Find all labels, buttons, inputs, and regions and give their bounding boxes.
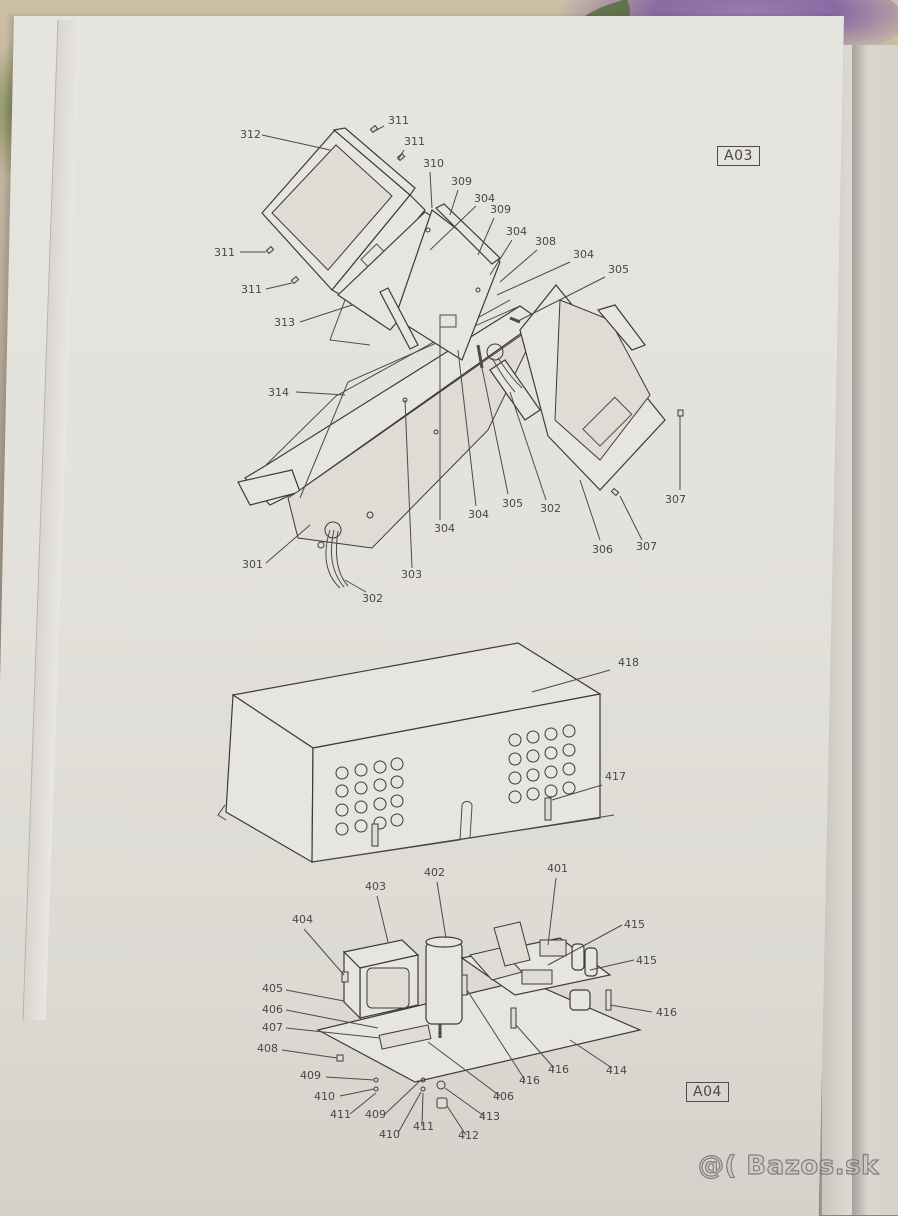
- part-capacitor-402: [425, 936, 463, 1038]
- part-pcb-401: [460, 921, 612, 1011]
- callout: 305: [608, 263, 629, 276]
- callout: 402: [424, 866, 445, 879]
- part-rail-309: [434, 203, 501, 265]
- callout: 406: [493, 1090, 514, 1103]
- screws-a03: [265, 124, 684, 497]
- part-resistor-407: [378, 1024, 432, 1050]
- callouts-a04: 418 417 403 402 401 404 415 415 405 416 …: [257, 656, 677, 1142]
- callout: 311: [404, 135, 425, 148]
- sheet-id-a04: A04: [686, 1082, 729, 1102]
- callout: 304: [573, 248, 594, 261]
- callout: 309: [451, 175, 472, 188]
- part-chassis-301: [237, 299, 542, 549]
- callout: 416: [656, 1006, 677, 1019]
- callout: 411: [330, 1108, 351, 1121]
- assembly-a04: [217, 642, 653, 1136]
- watermark: @( Bazos.sk: [697, 1150, 879, 1181]
- callout: 311: [388, 114, 409, 127]
- callout: 415: [624, 918, 645, 931]
- callout: 411: [413, 1120, 434, 1133]
- callout: 415: [636, 954, 657, 967]
- callout: 413: [479, 1110, 500, 1123]
- vent-holes-right: [508, 724, 576, 804]
- callout: 304: [474, 192, 495, 205]
- callout: 301: [242, 558, 263, 571]
- sheet-id-a03: A03: [717, 146, 760, 166]
- callout: 309: [490, 203, 511, 216]
- leader-lines-a04: [281, 669, 653, 1136]
- callout: 407: [262, 1021, 283, 1034]
- part-display-312: [261, 127, 426, 301]
- callout: 305: [502, 497, 523, 510]
- part-cable-302: [324, 521, 349, 589]
- callout: 416: [519, 1074, 540, 1087]
- part-rail-309b: [379, 287, 419, 350]
- callout: 410: [314, 1090, 335, 1103]
- part-transformer-403: [342, 939, 420, 1020]
- callout: 306: [592, 543, 613, 556]
- callout: 401: [547, 862, 568, 875]
- callout: 409: [300, 1069, 321, 1082]
- callout: 304: [506, 225, 527, 238]
- callout: 408: [257, 1042, 278, 1055]
- part-harness: [486, 343, 523, 393]
- callout: 307: [665, 493, 686, 506]
- callout: 312: [240, 128, 261, 141]
- callout: 404: [292, 913, 313, 926]
- leader-lines-a03: [240, 125, 681, 593]
- callout: 313: [274, 316, 295, 329]
- part-enclosure-418: [217, 642, 615, 864]
- callout: 311: [241, 283, 262, 296]
- callout: 410: [379, 1128, 400, 1141]
- callout: 302: [540, 502, 561, 515]
- callout: 304: [434, 522, 455, 535]
- callout: 308: [535, 235, 556, 248]
- standoffs-416: [461, 974, 612, 1029]
- callout: 416: [548, 1063, 569, 1076]
- part-printer-306: [489, 284, 666, 491]
- callout: 403: [365, 880, 386, 893]
- callouts-a03: 312 311 311 310 309 304 309 304 308 304 …: [214, 114, 686, 605]
- screws-417: [371, 797, 552, 847]
- adjacent-page: [820, 45, 898, 1215]
- callout: 314: [268, 386, 289, 399]
- assembly-a03: [237, 124, 684, 593]
- callout: 302: [362, 592, 383, 605]
- callout: 406: [262, 1003, 283, 1016]
- callout: 409: [365, 1108, 386, 1121]
- callout: 303: [401, 568, 422, 581]
- callout: 417: [605, 770, 626, 783]
- callout: 311: [214, 246, 235, 259]
- callout: 310: [423, 157, 444, 170]
- callout: 414: [606, 1064, 627, 1077]
- callout: 405: [262, 982, 283, 995]
- callout: 412: [458, 1129, 479, 1142]
- vent-holes-left: [335, 757, 404, 836]
- callout: 304: [468, 508, 489, 521]
- callout: 418: [618, 656, 639, 669]
- callout: 307: [636, 540, 657, 553]
